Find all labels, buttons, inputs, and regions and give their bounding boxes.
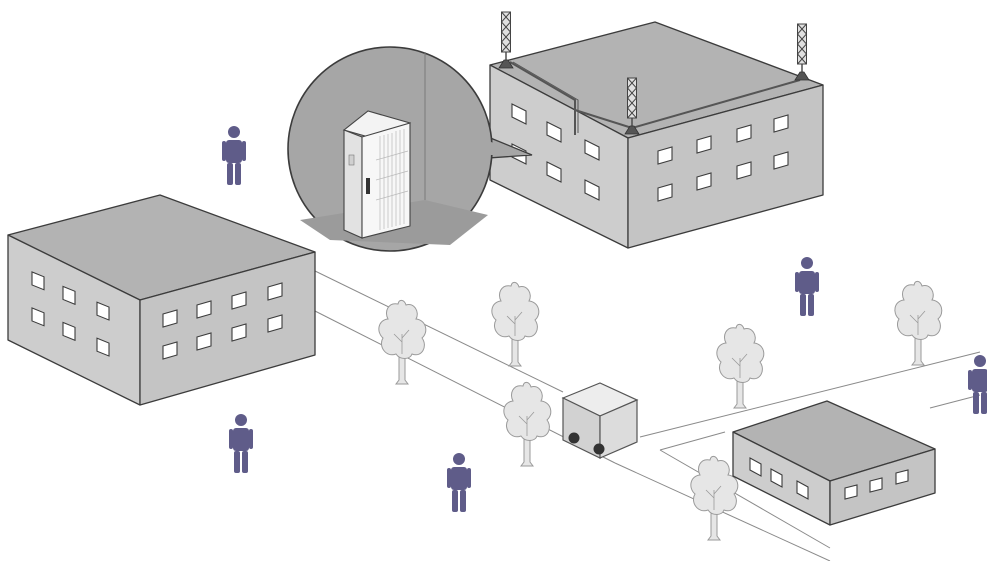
tree-3 (504, 382, 551, 466)
tree-5 (895, 281, 942, 365)
rooftop-antenna-building (490, 12, 823, 248)
equipment-trailer (563, 383, 637, 458)
person-3 (447, 453, 471, 512)
office-building-left (8, 195, 315, 405)
tree-4 (717, 324, 764, 408)
person-4 (795, 257, 819, 316)
person-2 (229, 414, 253, 473)
trailer-wheel-front (569, 433, 580, 444)
rooftop-antenna-3 (795, 24, 809, 80)
tree-1 (379, 300, 426, 384)
person-1 (222, 126, 246, 185)
tree-2 (492, 282, 539, 366)
trailer-wheel-rear (594, 444, 605, 455)
tree-6 (691, 456, 738, 540)
person-5 (968, 355, 987, 414)
small-building (733, 401, 935, 525)
telecom-cabinet (344, 111, 410, 238)
